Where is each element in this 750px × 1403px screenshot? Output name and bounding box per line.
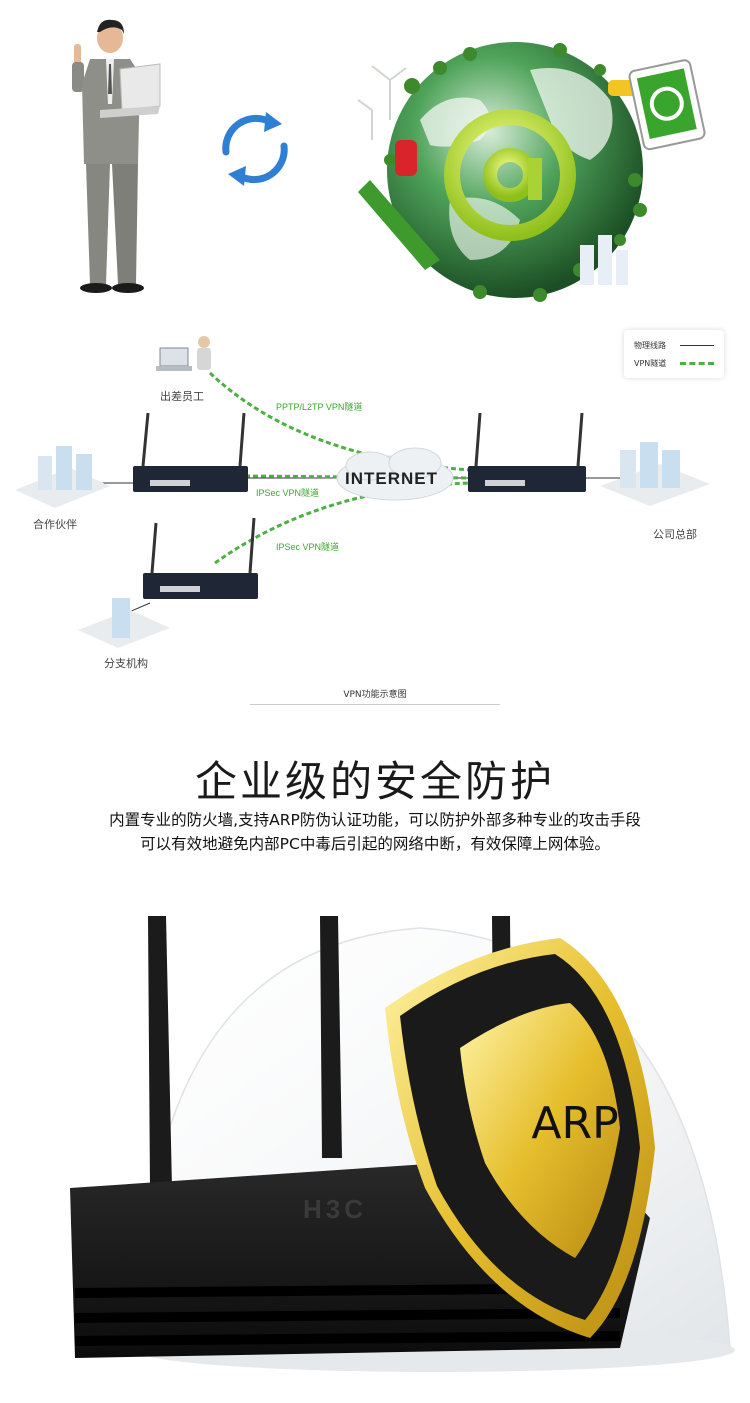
partner-label: 合作伙伴 [33, 518, 77, 531]
diagram-legend: 物理线路 VPN隧道 [624, 330, 724, 378]
ipsec-branch-tunnel-label: IPSec VPN隧道 [276, 542, 340, 552]
sync-arrows-icon [222, 112, 288, 186]
caption-divider [250, 704, 500, 705]
vpn-diagram-lines [15, 336, 710, 648]
diagram-caption: VPN功能示意图 [343, 690, 407, 700]
router-branch [143, 517, 258, 599]
hero-section: @ [0, 0, 750, 318]
router-headquarters [468, 412, 586, 492]
pptp-tunnel-label: PPTP/L2TP VPN隧道 [276, 402, 363, 412]
branch-label: 分支机构 [104, 657, 148, 670]
security-section: 企业级的安全防护 内置专业的防火墙,支持ARP防伪认证功能，可以防护外部多种专业… [0, 718, 750, 1403]
internet-globe-illustration: @ [357, 42, 706, 302]
legend-vpn-line [680, 362, 714, 365]
router-logo-text: H3C [303, 1194, 367, 1224]
internet-label: INTERNET [345, 469, 438, 488]
legend-physical-line [680, 345, 714, 346]
security-desc-line2: 可以有效地避免内部PC中毒后引起的网络中断，有效保障上网体验。 [140, 835, 610, 853]
headquarters-label: 公司总部 [653, 528, 697, 541]
shield-arp-text: ARP [531, 1098, 618, 1149]
security-desc-line1: 内置专业的防火墙,支持ARP防伪认证功能，可以防护外部多种专业的攻击手段 [109, 811, 641, 829]
router-shield-illustration: H3C ARP [70, 916, 735, 1372]
businessman-illustration [72, 19, 161, 293]
vpn-diagram-section: 物理线路 VPN隧道 INTERNET 出差员工 合作伙伴 公司总部 分支机构 … [0, 318, 750, 718]
legend-physical-label: 物理线路 [634, 341, 666, 350]
router-partner-side [133, 412, 248, 492]
legend-vpn-label: VPN隧道 [634, 359, 667, 368]
traveler-label: 出差员工 [160, 390, 204, 403]
security-title: 企业级的安全防护 [194, 757, 555, 806]
ipsec-partner-tunnel-label: IPSec VPN隧道 [256, 488, 320, 498]
